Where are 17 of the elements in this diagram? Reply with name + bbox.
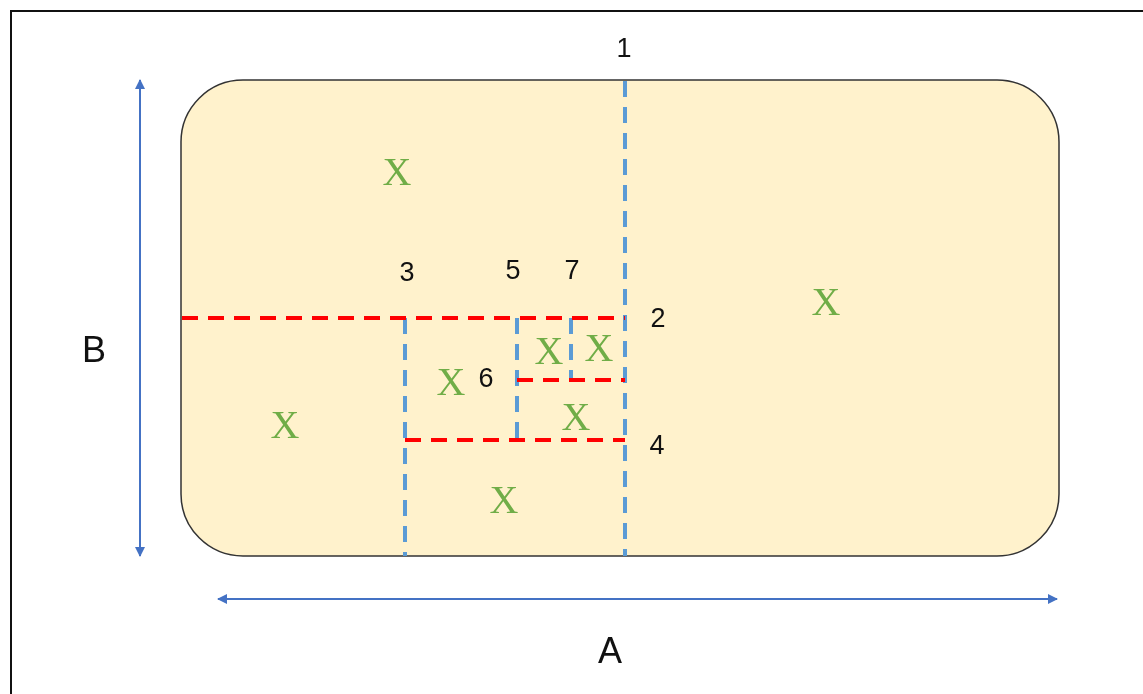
marker-symbol: X [489,480,519,520]
marker-symbol: X [534,331,564,371]
dimension-label: B [82,332,106,368]
marker-symbol: X [811,282,841,322]
marker-symbol: X [382,152,412,192]
callout-number: 7 [564,256,580,284]
callout-number: 1 [616,34,632,62]
callout-number: 3 [399,258,415,286]
dimension-label: A [598,633,622,669]
marker-symbol: X [436,362,466,402]
callout-number: 4 [649,431,665,459]
callout-number: 5 [505,256,521,284]
marker-symbol: X [561,397,591,437]
callout-number: 2 [650,304,666,332]
callout-number: 6 [478,364,494,392]
marker-symbol: X [270,405,300,445]
marker-symbol: X [584,328,614,368]
